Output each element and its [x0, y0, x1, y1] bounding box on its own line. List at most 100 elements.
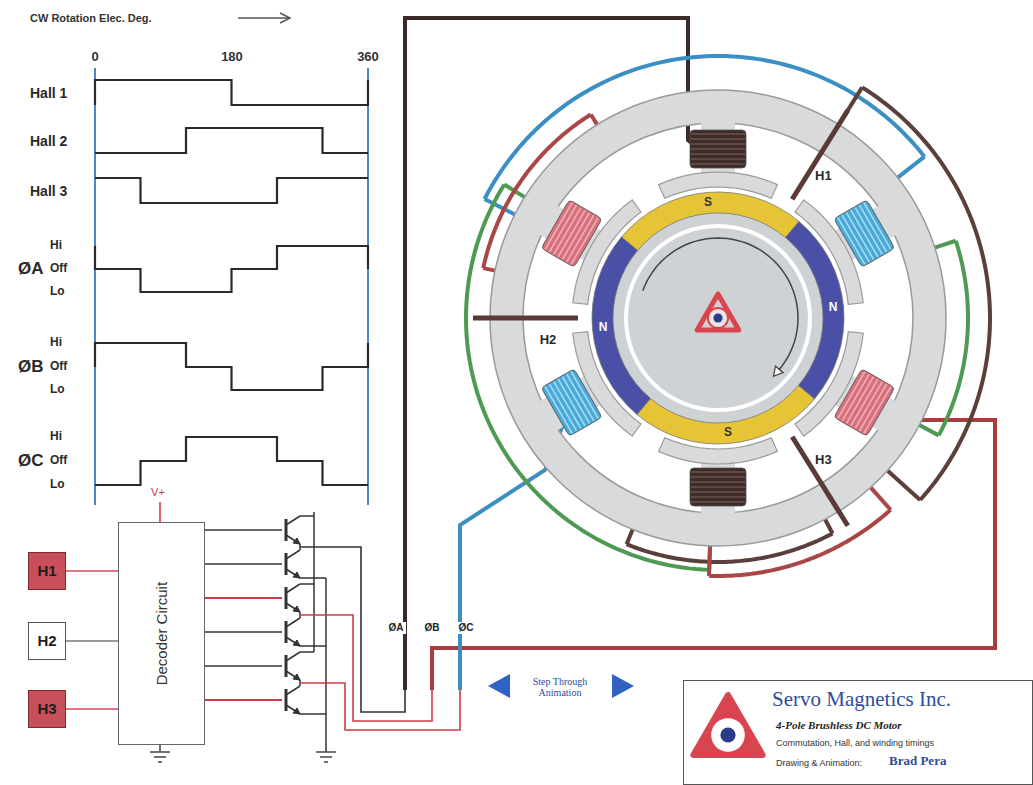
- transistor-symbol: [285, 655, 288, 677]
- bridge-wire: [300, 713, 326, 715]
- transistor-symbol: [293, 674, 300, 680]
- transistor-symbol: [286, 618, 300, 627]
- winding-wire: [898, 157, 925, 178]
- coil-turn: [571, 218, 598, 265]
- coil-turn: [691, 153, 745, 155]
- coil-turn: [567, 215, 594, 262]
- coil-turn: [851, 210, 878, 257]
- coil-turn: [691, 476, 745, 478]
- level-name: Lo: [50, 383, 65, 397]
- coil-turn: [691, 481, 745, 483]
- logo-dot: [713, 313, 722, 322]
- coil-turn: [554, 382, 581, 429]
- stator-pole: [659, 438, 778, 516]
- signal-wire: [66, 640, 118, 642]
- direction-arrow-head: [280, 13, 290, 23]
- hall-sensor-box: H2: [28, 622, 66, 660]
- transistor-symbol: [286, 550, 300, 559]
- coil-turn: [847, 213, 874, 260]
- button-label: Step Through Animation: [520, 676, 600, 699]
- rotor-ring: [626, 226, 810, 410]
- sensor-label: H2: [540, 333, 557, 348]
- ground-symbol: [154, 756, 166, 758]
- transistor-symbol: [286, 705, 300, 714]
- transistor-symbol: [285, 519, 288, 541]
- ground-wire: [159, 745, 161, 752]
- transistor-symbol: [293, 640, 300, 646]
- timing-waveform: [95, 128, 368, 153]
- supply-label: V+: [151, 486, 165, 499]
- signal-wire: [66, 708, 118, 710]
- degree-tick: 360: [357, 50, 379, 65]
- coil-turn: [558, 379, 585, 426]
- gate-drive-wire: [205, 631, 282, 632]
- coil-turn: [842, 215, 869, 262]
- coil-turn: [691, 491, 745, 493]
- hall-sensor: [792, 437, 848, 526]
- ground-rail: [325, 578, 327, 752]
- transistor-symbol: [285, 553, 288, 575]
- gate-drive-wire: [205, 563, 282, 564]
- coil-turn: [691, 501, 745, 503]
- wire-label: ØC: [457, 622, 476, 634]
- coil-turn: [562, 377, 589, 424]
- ground-symbol: [316, 751, 336, 753]
- hall-sensor: [473, 316, 578, 321]
- sensor-name: H2: [37, 632, 56, 649]
- coil-winding: [834, 369, 895, 436]
- wire-label: ØA: [387, 622, 406, 634]
- transistor-symbol: [286, 584, 300, 593]
- degree-marker-line: [367, 68, 369, 505]
- magnet-pole: N: [599, 321, 608, 335]
- supply-rail: [313, 512, 315, 652]
- coil-turn: [571, 372, 598, 419]
- coil-winding: [834, 200, 895, 267]
- coil-turn: [691, 158, 745, 160]
- hall-sensor-box: H1: [28, 552, 66, 590]
- degree-tick: 180: [221, 50, 243, 65]
- coil-turn: [691, 486, 745, 488]
- coil-turn: [545, 387, 572, 434]
- rotation-arrow: [643, 238, 798, 369]
- coil-turn: [691, 148, 745, 150]
- logo-triangle: [693, 695, 762, 755]
- level-name: Hi: [50, 336, 62, 350]
- credit-caption: Drawing & Animation:: [776, 758, 862, 768]
- level-name: Lo: [50, 285, 65, 299]
- ground-symbol: [158, 761, 162, 763]
- step-forward-button: [612, 674, 634, 698]
- coil-turn: [855, 382, 882, 429]
- coil-turn: [567, 374, 594, 421]
- decoder-name: Decoder Circuit: [153, 582, 170, 685]
- ground-symbol: [320, 756, 332, 758]
- timing-waveform: [95, 437, 368, 485]
- phase-name: ØA: [18, 259, 44, 279]
- coil-turn: [838, 372, 865, 419]
- bridge-wire: [300, 515, 314, 517]
- wire-label: ØB: [423, 622, 442, 634]
- coil-turn: [558, 210, 585, 257]
- logo-triangle: [697, 294, 739, 330]
- coil-winding: [690, 130, 746, 168]
- coil-turn: [864, 203, 891, 250]
- transistor-symbol: [286, 535, 300, 544]
- degree-tick: 0: [91, 50, 98, 65]
- direction-arrow: [238, 17, 289, 19]
- coil-turn: [847, 377, 874, 424]
- winding-wire: [919, 425, 938, 435]
- rotation-arrow-head: [773, 366, 783, 376]
- coil-turn: [554, 208, 581, 255]
- logo-circle: [711, 718, 745, 752]
- phase-output-wire: [300, 683, 460, 730]
- bridge-wire: [300, 651, 314, 653]
- phase-wire: [432, 410, 995, 690]
- hall-sensor-box: H3: [28, 690, 66, 728]
- gate-drive-wire: [205, 597, 282, 599]
- transistor-symbol: [293, 538, 300, 544]
- gate-drive-wire: [205, 529, 282, 530]
- coil-winding: [541, 200, 602, 267]
- timing-waveform: [95, 178, 368, 203]
- drawing-subtitle: Commutation, Hall, and winding timings: [776, 738, 934, 748]
- transistor-symbol: [285, 689, 288, 711]
- level-name: Off: [50, 262, 67, 276]
